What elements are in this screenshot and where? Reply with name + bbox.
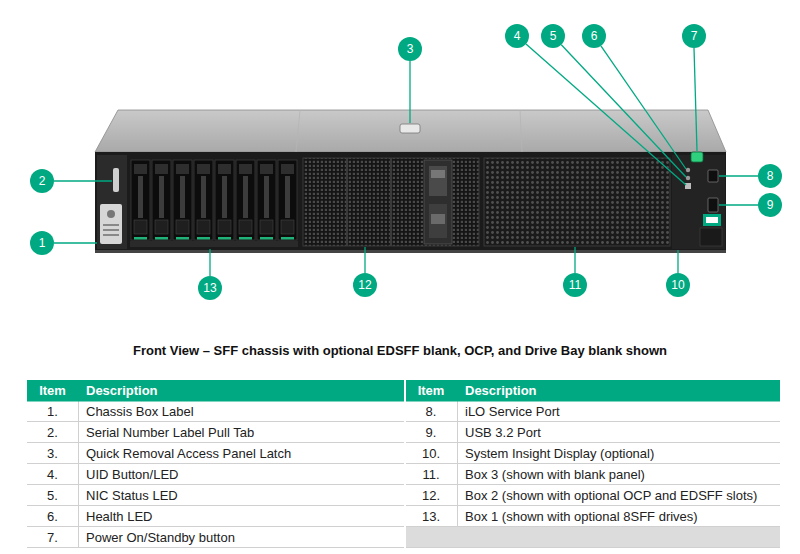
table-header-cell: Description <box>457 380 780 401</box>
leader-lines <box>54 44 758 276</box>
table-cell: USB 3.2 Port <box>457 422 780 443</box>
table-cell: Box 3 (shown with blank panel) <box>457 464 780 485</box>
table-cell: 2. <box>27 422 78 443</box>
table-cell: Health LED <box>78 506 405 527</box>
table-cell: Serial Number Label Pull Tab <box>78 422 405 443</box>
table-cell: 8. <box>405 401 457 422</box>
callout-number: 8 <box>758 164 782 188</box>
chassis <box>95 110 726 253</box>
table-cell: iLO Service Port <box>457 401 780 422</box>
table-cell: 3. <box>27 443 78 464</box>
callout-number: 9 <box>758 193 782 217</box>
callout-number: 11 <box>563 273 587 297</box>
callout-number: 4 <box>505 24 529 48</box>
table-cell: NIC Status LED <box>78 485 405 506</box>
control-panel <box>672 152 725 249</box>
table-grid <box>27 380 780 548</box>
table-cell: System Insight Display (optional) <box>457 443 780 464</box>
table-cell: 12. <box>405 485 457 506</box>
table-header-cell: Item <box>405 380 457 401</box>
table-cell: Box 1 (shown with optional 8SFF drives) <box>457 506 780 527</box>
box-2 <box>303 158 479 246</box>
table-cell: 5. <box>27 485 78 506</box>
table-cell: Power On/Standby button <box>78 527 405 548</box>
table-header-cell: Description <box>78 380 405 401</box>
callout-number: 13 <box>198 276 222 300</box>
callout-number: 1 <box>30 231 54 255</box>
table-cell: Box 2 (shown with optional OCP and EDSFF… <box>457 485 780 506</box>
callout-number: 7 <box>682 24 706 48</box>
drive-bays <box>130 160 298 247</box>
table-cell: Chassis Box Label <box>78 401 405 422</box>
caption-title: Front View – SFF chassis with optional E… <box>10 341 790 361</box>
box-3 <box>484 158 670 246</box>
callout-number: 6 <box>582 24 606 48</box>
left-ear <box>97 155 127 249</box>
callout-number: 12 <box>353 273 377 297</box>
table-cell: Quick Removal Access Panel Latch <box>78 443 405 464</box>
callout-number: 3 <box>398 37 422 61</box>
table-cell: 1. <box>27 401 78 422</box>
table-cell: UID Button/LED <box>78 464 405 485</box>
table-header-cell: Item <box>27 380 78 401</box>
table-cell: 11. <box>405 464 457 485</box>
callout-number: 5 <box>541 24 565 48</box>
table-cell: 6. <box>27 506 78 527</box>
table-cell: 13. <box>405 506 457 527</box>
table-cell: 10. <box>405 443 457 464</box>
table-cell: 4. <box>27 464 78 485</box>
callout-number: 10 <box>666 273 690 297</box>
table-cell: 9. <box>405 422 457 443</box>
callout-number: 2 <box>30 169 54 193</box>
callout-circles <box>30 24 782 300</box>
table-cell: 7. <box>27 527 78 548</box>
